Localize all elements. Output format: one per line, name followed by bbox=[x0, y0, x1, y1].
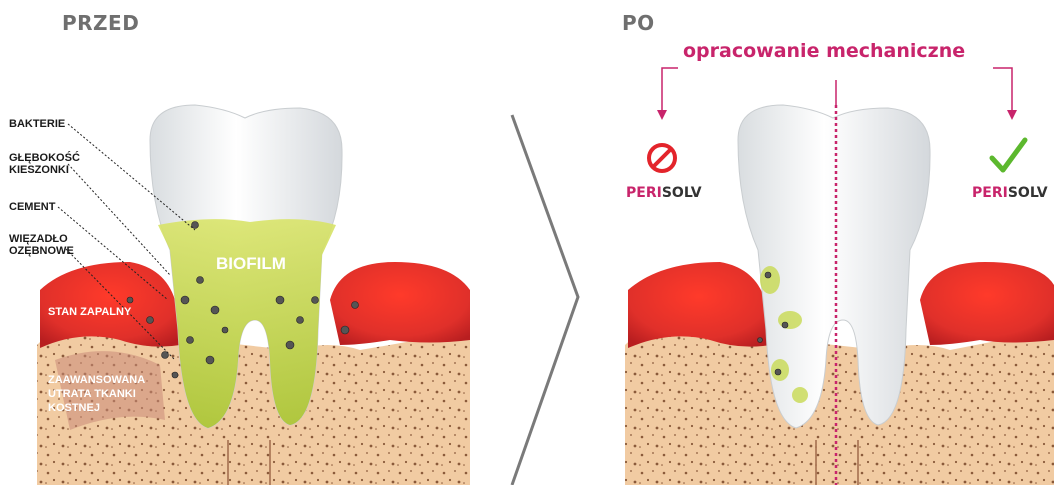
brand-left-part1: PERI bbox=[626, 185, 662, 201]
header-before: PRZED bbox=[62, 11, 139, 35]
inflamed-gum-left bbox=[40, 262, 180, 348]
brand-right-part2: SOLV bbox=[1008, 185, 1048, 201]
label-bacteria: BAKTERIE bbox=[9, 118, 65, 130]
gum-left-after bbox=[628, 262, 770, 348]
label-bone-loss-2: UTRATA TKANKI bbox=[48, 388, 136, 400]
label-cement: CEMENT bbox=[9, 201, 55, 213]
label-bone-loss-3: KOSTNEJ bbox=[48, 402, 100, 414]
arrow-chevron-icon bbox=[512, 115, 578, 485]
brand-right-part1: PERI bbox=[972, 185, 1008, 201]
label-ligament-1: WIĘZADŁO bbox=[9, 233, 68, 245]
prohibited-icon bbox=[649, 145, 675, 171]
label-ligament-2: OZĘBNOWE bbox=[9, 245, 74, 257]
label-biofilm: BIOFILM bbox=[216, 254, 286, 274]
brand-left: PERISOLV bbox=[626, 185, 702, 201]
inflamed-gum-right bbox=[330, 262, 470, 345]
label-pocket-depth-1: GŁĘBOKOŚĆ bbox=[9, 152, 80, 164]
brand-left-part2: SOLV bbox=[662, 185, 702, 201]
label-inflammation: STAN ZAPALNY bbox=[48, 306, 131, 318]
brand-right: PERISOLV bbox=[972, 185, 1048, 201]
mechanical-treatment-title: opracowanie mechaniczne bbox=[683, 40, 965, 62]
label-pocket-depth-2: KIESZONKI bbox=[9, 164, 69, 176]
mechanical-bracket bbox=[662, 68, 1012, 110]
header-after: PO bbox=[622, 11, 655, 35]
after-illustration bbox=[625, 68, 1054, 485]
before-illustration bbox=[37, 105, 470, 485]
gum-right-after bbox=[920, 262, 1054, 345]
bone-tissue-right-panel bbox=[625, 327, 1054, 485]
label-bone-loss-1: ZAAWANSOWANA bbox=[48, 374, 145, 386]
checkmark-icon bbox=[992, 140, 1025, 170]
